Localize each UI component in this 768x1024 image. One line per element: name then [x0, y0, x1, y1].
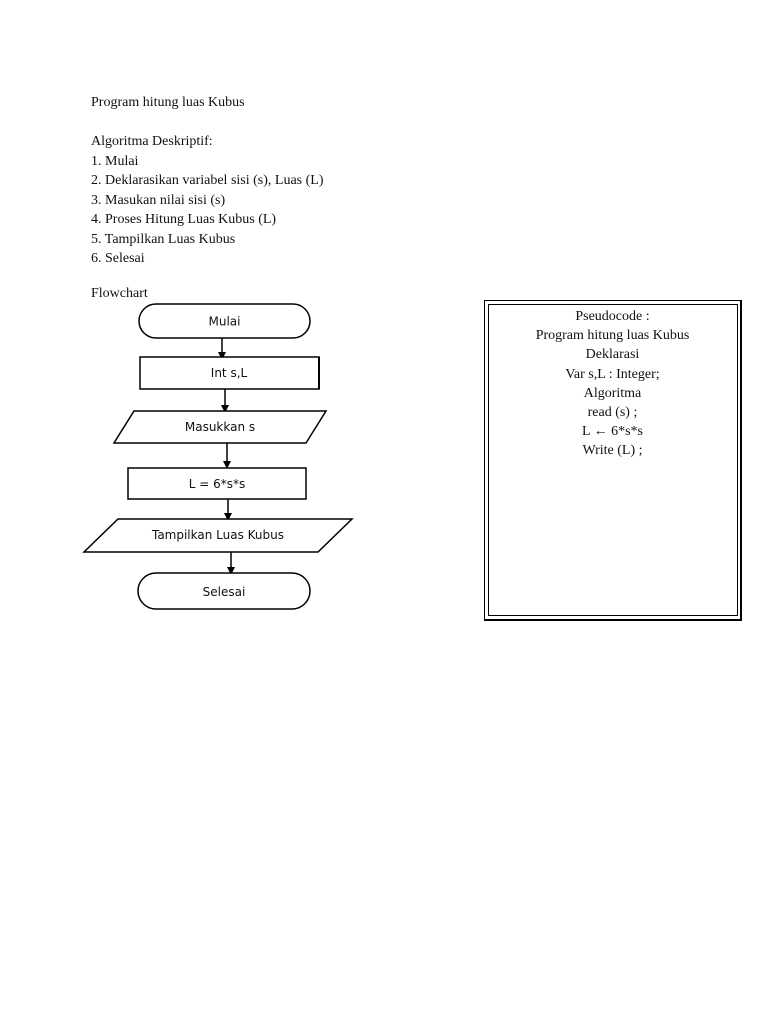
flow-node-text: L = 6*s*s — [189, 477, 246, 491]
process-shape — [127, 467, 307, 500]
flow-node-output: Tampilkan Luas Kubus — [82, 518, 354, 553]
flow-node-text: Mulai — [209, 315, 241, 329]
process-shape — [139, 356, 320, 390]
flow-node-text: Int s,L — [211, 366, 248, 380]
pseudocode-line: Program hitung luas Kubus — [535, 328, 690, 344]
algorithm-step: 3. Masukan nilai sisi (s) — [91, 192, 226, 208]
flow-node-end: Selesai — [137, 572, 311, 610]
pseudocode-line: Deklarasi — [585, 347, 640, 363]
pseudocode-line: Algoritma — [583, 385, 642, 401]
flow-node-declare: Int s,L — [139, 356, 320, 390]
flow-node-calc: L = 6*s*s — [127, 467, 307, 500]
flow-node-text: Tampilkan Luas Kubus — [151, 528, 284, 542]
input-output-shape — [112, 410, 328, 444]
terminator-shape — [138, 303, 311, 339]
flow-node-text: Masukkan s — [185, 420, 255, 434]
pseudocode-inner-border — [488, 304, 738, 616]
pseudocode-text: Pseudocode : Program hitung luas Kubus D… — [485, 307, 740, 461]
flowchart-label: Flowchart — [91, 286, 148, 301]
algorithm-step: 2. Deklarasikan variabel sisi (s), Luas … — [91, 173, 324, 188]
algorithm-step: 1. Mulai — [91, 153, 139, 169]
pseudocode-line: Pseudocode : — [575, 309, 650, 324]
flow-node-input: Masukkan s — [112, 410, 328, 444]
pseudocode-line: L ← 6*s*s — [582, 424, 643, 440]
algorithm-step: 4. Proses Hitung Luas Kubus (L) — [91, 212, 277, 227]
pseudocode-line: read (s) ; — [587, 405, 638, 421]
algorithm-step: 5. Tampilkan Luas Kubus — [91, 231, 236, 247]
pseudocode-box: Pseudocode : Program hitung luas Kubus D… — [484, 300, 742, 621]
pseudocode-line: Write (L) ; — [582, 443, 643, 459]
algorithm-step: 6. Selesai — [91, 251, 145, 266]
descriptive-algorithm: Algoritma Deskriptif: 1. Mulai 2. Deklar… — [91, 132, 323, 269]
terminator-shape — [137, 572, 311, 610]
document-title: Program hitung luas Kubus — [91, 95, 245, 110]
pseudocode-line: Var s,L : Integer; — [565, 366, 660, 382]
input-output-shape — [82, 518, 354, 553]
algorithm-heading: Algoritma Deskriptif: — [91, 134, 213, 149]
flow-node-text: Selesai — [203, 585, 246, 599]
flow-node-start: Mulai — [138, 303, 311, 339]
